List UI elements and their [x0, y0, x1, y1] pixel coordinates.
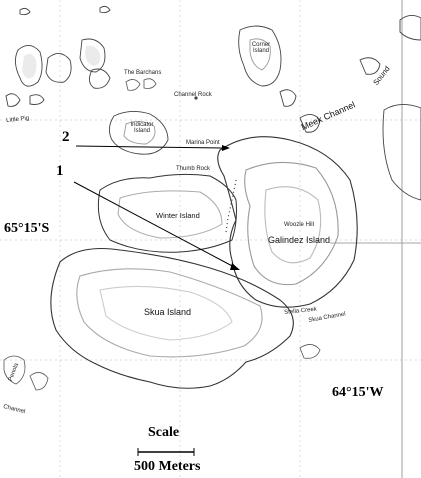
- label-marina-point: Marina Point: [186, 140, 220, 146]
- label-winter-island: Winter Island: [156, 211, 200, 220]
- corner-island-shape: [238, 25, 321, 133]
- northwest-islets: [5, 5, 111, 107]
- label-galindez-island: Galindez Island: [268, 235, 331, 245]
- channel-rock-mark: [194, 96, 198, 100]
- galindez-island-shape: [217, 136, 358, 308]
- northwest-islets-fill: [22, 45, 101, 79]
- label-the-barchans: The Barchans: [124, 70, 162, 76]
- marker-1-arrowhead: [230, 263, 240, 270]
- marker-1-line: [73, 181, 237, 269]
- marker-2-arrowhead: [222, 145, 230, 151]
- label-thumb-rock: Thumb Rock: [176, 166, 211, 172]
- scale-title: Scale: [148, 425, 180, 440]
- southwest-fragments: [3, 344, 321, 391]
- barchans-islets: [125, 78, 157, 91]
- skua-island-shape: [50, 247, 294, 389]
- scale-distance: 500 Meters: [134, 459, 201, 474]
- marker-1-label: 1: [56, 163, 64, 179]
- indicator-island-shape: [109, 111, 169, 155]
- longitude-label: 64°15'W: [332, 385, 384, 400]
- label-channel-rock: Channel Rock: [174, 92, 212, 98]
- label-corner-island: Corner Island: [251, 42, 271, 54]
- marker-2-line: [75, 145, 223, 149]
- east-coast: [359, 15, 421, 201]
- label-indicator-island: Indicator Island: [130, 122, 154, 134]
- latitude-label: 65°15'S: [4, 221, 50, 236]
- label-skua-island: Skua Island: [144, 307, 192, 317]
- winter-island-shape: [97, 173, 237, 253]
- label-woozle-hill: Woozle Hill: [284, 222, 314, 228]
- marker-2-label: 2: [62, 129, 70, 145]
